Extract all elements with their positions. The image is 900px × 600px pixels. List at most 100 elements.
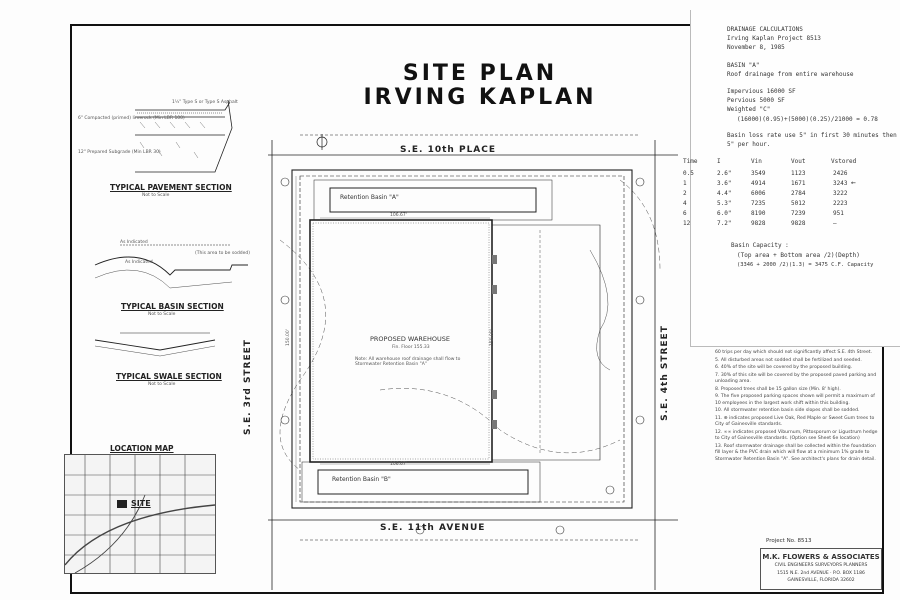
note-item: 5. All disturbed areas not sodded shall … (715, 357, 862, 363)
basin-a-label: Retention Basin "A" (340, 194, 399, 201)
swale-section-title: TYPICAL SWALE SECTION (116, 372, 222, 381)
firm-address: 1515 N.E. 2nd AVENUE · P.O. BOX 1186 (777, 571, 865, 576)
pavement-note-1: 1½" Type S or Type S Asphalt (172, 100, 238, 105)
calc-cell: 5.3" (717, 200, 732, 207)
calc-cell: 2.6" (717, 170, 732, 177)
calc-cell: 3549 (751, 170, 766, 177)
calc-project: Irving Kaplan Project 8513 (727, 35, 821, 42)
basin-note-1: As Indicated (120, 240, 148, 245)
calc-cell: 2784 (791, 190, 806, 197)
dim-top: 106.67' (390, 213, 407, 218)
calc-cell: 1123 (791, 170, 806, 177)
drainage-calculations: DRAINAGE CALCULATIONS Irving Kaplan Proj… (683, 10, 900, 347)
calc-table-header-vin: Vin (751, 158, 762, 165)
note-item: 12. ∞∞ indicates proposed Viburnum, Pitt… (715, 429, 878, 442)
calc-date: November 8, 1985 (727, 44, 785, 51)
note-item: 11. ⊕ indicates proposed Live Oak, Red M… (715, 415, 875, 428)
firm-name: M.K. FLOWERS & ASSOCIATES (762, 553, 880, 561)
general-notes: 60 trips per day which should not signif… (715, 350, 880, 464)
calc-cell: 9828 (791, 220, 806, 227)
note-item: 6. 40% of the site will be covered by th… (715, 365, 853, 370)
calc-weighted: Weighted "C" (727, 106, 771, 113)
note-item: 8. Proposed trees shall be 15 gallon siz… (715, 386, 841, 392)
calc-cell: 9828 (751, 220, 766, 227)
calc-cell: 4 (683, 200, 687, 207)
calc-pervious: Pervious 5000 SF (727, 97, 785, 104)
location-map-site: SITE (131, 499, 151, 508)
calc-cell: 6.0" (717, 210, 732, 217)
calc-table-header-vstored: Vstored (831, 158, 857, 165)
calc-cell: 6006 (751, 190, 766, 197)
warehouse-note: Note: All warehouse roof drainage shall … (355, 357, 461, 367)
note-item: 60 trips per day which should not signif… (715, 350, 873, 355)
calc-cell: 2 (683, 190, 687, 197)
dim-right: 150.00' (489, 329, 495, 346)
calc-loss-rate: Basin loss rate use 5" in first 30 minut… (727, 132, 897, 139)
calc-cell: 2426 (833, 170, 848, 177)
calc-impervious: Impervious 16000 SF (727, 88, 796, 95)
calc-cell: 2223 (833, 200, 848, 207)
calc-loss-rate-2: 5" per hour. (727, 141, 771, 148)
basin-note-3: As Indicated (125, 260, 153, 265)
calc-table-header-time: Time (683, 158, 698, 165)
page-title: SITE PLAN IRVING KAPLAN (350, 62, 610, 110)
calc-table-header-vout: Vout (791, 158, 806, 165)
calc-table-header-i: I (717, 158, 721, 165)
basin-section-title: TYPICAL BASIN SECTION (121, 302, 224, 311)
location-map: SITE (64, 454, 216, 574)
calc-basin: BASIN "A" (727, 62, 760, 69)
warehouse-label: PROPOSED WAREHOUSE (370, 335, 451, 343)
title-line-2: IRVING KAPLAN (363, 85, 597, 110)
pavement-section-title: TYPICAL PAVEMENT SECTION (110, 183, 232, 192)
calc-cell: 4.4" (717, 190, 732, 197)
street-west: S.E. 3rd STREET (242, 339, 253, 435)
calc-cell: 6 (683, 210, 687, 217)
street-north: S.E. 10th PLACE (400, 145, 497, 155)
dim-left: 150.00' (285, 329, 291, 346)
calc-formula: (16000)(0.95)+(5000)(0.25)/21000 = 0.78 (737, 116, 878, 123)
title-block: M.K. FLOWERS & ASSOCIATES CIVIL ENGINEER… (760, 548, 882, 590)
capacity-formula: (Top area + Bottom area /2)(Depth) (737, 252, 860, 259)
calc-cell: 951 (833, 210, 844, 217)
pavement-section-scale: Not to Scale (142, 193, 170, 198)
title-line-1: SITE PLAN (402, 61, 558, 86)
calc-cell: 7235 (751, 200, 766, 207)
capacity-calc: (3346 + 2000 /2)(1.3) = 3475 C.F. Capaci… (737, 262, 874, 268)
note-item: 9. The five proposed parking spaces show… (715, 394, 875, 406)
calc-cell: 3243 (833, 180, 848, 187)
calc-basin-desc: Roof drainage from entire warehouse (727, 71, 854, 78)
note-item: 13. Roof stormwater drainage shall be co… (715, 443, 876, 462)
arrow-icon: ← (851, 178, 856, 187)
note-item: 7. 30% of this site will be covered by t… (715, 372, 877, 385)
pavement-note-2: 6" Compacted (primed) limerock (Min LBR … (78, 116, 185, 121)
calc-cell: 8190 (751, 210, 766, 217)
calc-cell: 7239 (791, 210, 806, 217)
calc-cell: 7.2" (717, 220, 732, 227)
calc-cell: 5012 (791, 200, 806, 207)
pavement-note-3: 12" Prepared Subgrade (Min LBR 30) (78, 150, 161, 155)
basin-section-scale: Not to Scale (148, 312, 176, 317)
swale-section-scale: Not to Scale (148, 382, 176, 387)
firm-city: GAINESVILLE, FLORIDA 32602 (787, 578, 855, 583)
calc-heading: DRAINAGE CALCULATIONS (727, 26, 803, 33)
calc-cell: 12 (683, 220, 691, 227)
calc-cell: 3222 (833, 190, 848, 197)
street-east: S.E. 4th STREET (659, 325, 670, 421)
basin-note-2: (This area to be sodded) (195, 251, 251, 256)
calc-cell: — (833, 220, 837, 227)
calc-cell: 4914 (751, 180, 766, 187)
location-map-roads (65, 455, 215, 573)
calc-cell: 1671 (791, 180, 806, 187)
firm-services: CIVIL ENGINEERS SURVEYORS PLANNERS (774, 563, 868, 568)
floor-elevation: Fin. Floor 155.33 (392, 345, 430, 350)
calc-cell: 0.5 (683, 170, 694, 177)
calc-cell: 1 (683, 180, 687, 187)
project-number: Project No. 8513 (766, 538, 812, 544)
location-map-title: LOCATION MAP (110, 444, 174, 453)
note-item: 10. All stormwater retention basin side … (715, 408, 860, 413)
street-south: S.E. 11th AVENUE (380, 523, 486, 533)
calc-cell: 3.6" (717, 180, 732, 187)
capacity-heading: Basin Capacity : (731, 242, 789, 249)
